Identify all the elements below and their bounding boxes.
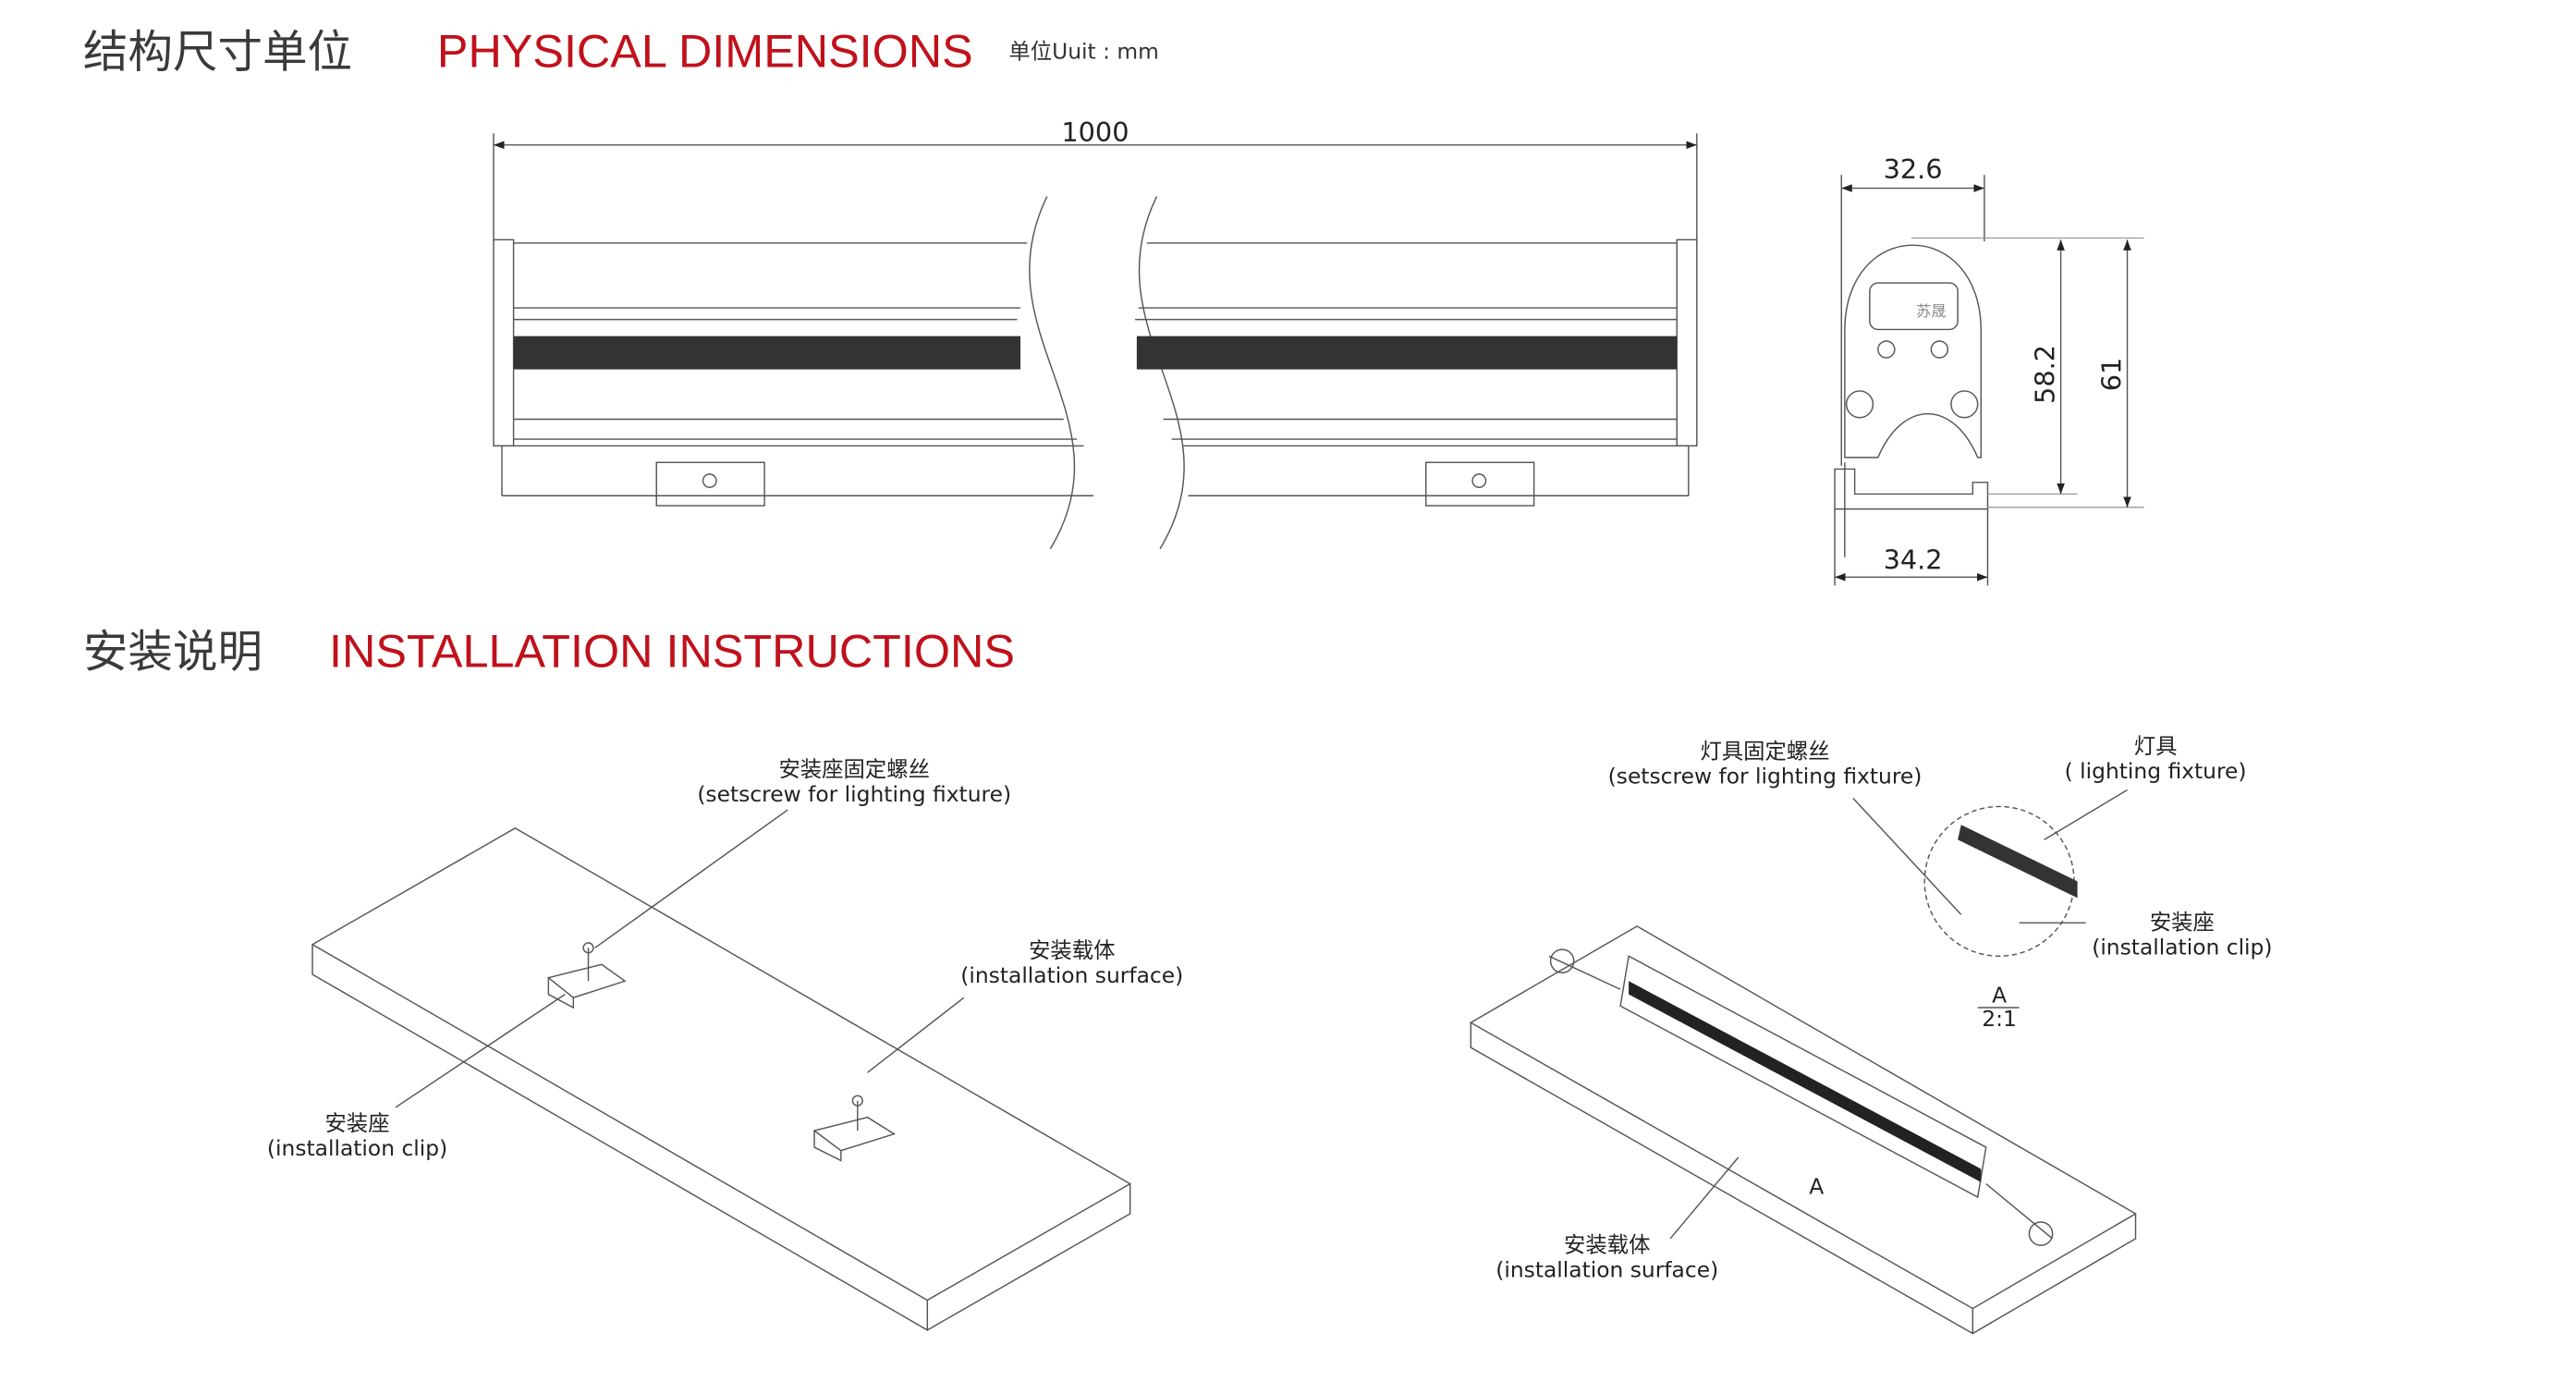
fixture-label-en: ( lighting fixture)	[2065, 758, 2247, 784]
unit-label: 单位Uuit : mm	[1008, 38, 1159, 64]
installation-diagram-right: 灯具固定螺丝 (setscrew for lighting fixture) 灯…	[1469, 733, 2273, 1335]
total-height-dimension: 61	[2095, 358, 2127, 392]
right-surface-label-zh: 安装载体	[1564, 1231, 1650, 1257]
logo: 苏晟	[1916, 302, 1946, 320]
physical-title-zh: 结构尺寸单位	[83, 26, 352, 78]
detail-label: A	[1992, 983, 2007, 1009]
side-view-drawing: 1000	[493, 116, 1698, 550]
right-setscrew-label-en: (setscrew for lighting fixture)	[1608, 763, 1923, 789]
physical-title-en: PHYSICAL DIMENSIONS	[437, 24, 973, 77]
left-surface-label-zh: 安装载体	[1029, 937, 1115, 963]
detail-scale: 2:1	[1982, 1006, 2017, 1032]
top-width-dimension: 32.6	[1884, 153, 1943, 185]
installation-diagram-left: 安装座固定螺丝 (setscrew for lighting fixture) …	[267, 756, 1183, 1332]
right-setscrew-label-zh: 灯具固定螺丝	[1700, 738, 1829, 764]
left-clip-label-en: (installation clip)	[267, 1135, 447, 1161]
inner-height-dimension: 58.2	[2029, 345, 2060, 404]
length-dimension: 1000	[1061, 116, 1129, 148]
left-setscrew-label-zh: 安装座固定螺丝	[778, 756, 930, 782]
fixture-label-zh: 灯具	[2134, 733, 2178, 759]
bottom-width-dimension: 34.2	[1884, 544, 1943, 575]
left-surface-label-en: (installation surface)	[960, 962, 1183, 988]
right-clip-label-zh: 安装座	[2150, 910, 2215, 936]
detail-marker: A	[1809, 1173, 1824, 1199]
right-surface-label-en: (installation surface)	[1496, 1256, 1718, 1282]
right-clip-label-en: (installation clip)	[2092, 934, 2272, 960]
left-setscrew-label-en: (setscrew for lighting fixture)	[697, 781, 1011, 807]
installation-title-en: INSTALLATION INSTRUCTIONS	[329, 624, 1015, 677]
left-clip-label-zh: 安装座	[325, 1110, 390, 1136]
end-view-drawing: 苏晟 32.6 34.2 58.2 61	[1834, 153, 2144, 586]
installation-title-zh: 安装说明	[83, 626, 262, 678]
